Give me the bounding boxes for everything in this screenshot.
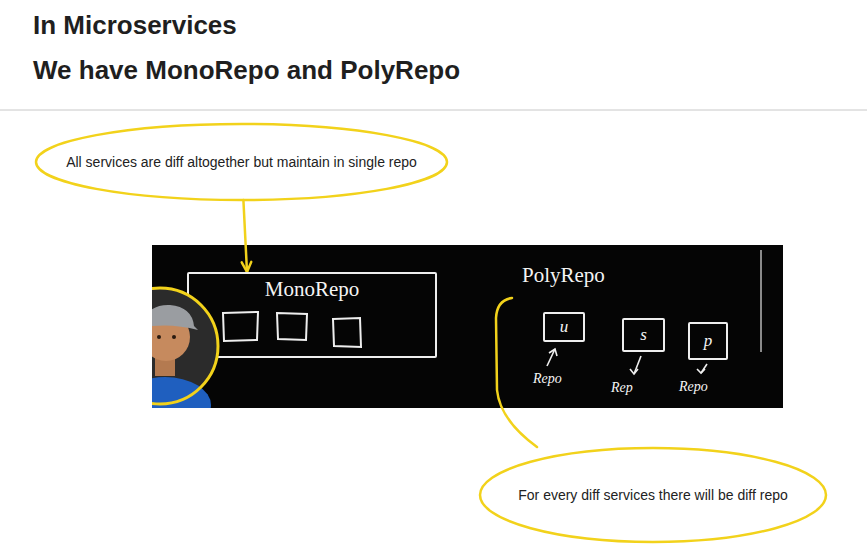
service-square [333, 318, 361, 347]
avatar-eye [157, 335, 161, 339]
service-repo-box: u [543, 312, 585, 342]
avatar-neck [155, 350, 175, 376]
node-text: s [640, 325, 647, 345]
node-text: u [560, 317, 569, 337]
node-text: For every diff services there will be di… [518, 486, 788, 504]
callout-ellipse: For every diff services there will be di… [478, 446, 828, 544]
node-text: MonoRepo [265, 276, 360, 302]
callout-outline-ellipse [480, 448, 826, 542]
repo-arrow [701, 364, 707, 373]
scrollbar [760, 250, 762, 352]
service-repo-box: s [622, 318, 665, 352]
screenshot-panel [152, 245, 783, 408]
arrow-head [549, 349, 557, 356]
node-text: p [704, 331, 713, 351]
repo-label: Repo [533, 370, 562, 387]
avatar-head [152, 313, 190, 361]
service-repo-box: p [688, 322, 728, 360]
callout-outline-ellipse [36, 124, 447, 200]
repo-arrow [547, 349, 555, 366]
repo-arrows [547, 349, 707, 374]
service-squares [223, 312, 361, 347]
avatar-ground [152, 288, 218, 404]
repo-arrow [634, 356, 641, 374]
avatar-eye [172, 335, 176, 339]
repo-label: Repo [679, 378, 708, 395]
polyrepo-label: PolyRepo [522, 262, 605, 288]
subtitle-heading: We have MonoRepo and PolyRepo [33, 54, 460, 86]
node-text: All services are diff altogether but mai… [66, 153, 417, 171]
connector-line [243, 200, 247, 272]
arrow-head [697, 369, 705, 373]
monorepo-box: MonoRepo [187, 272, 437, 358]
arrow-head [630, 369, 638, 374]
avatar-ring [152, 288, 218, 404]
callout-arrow [242, 200, 252, 272]
avatar-shirt [152, 377, 211, 408]
repo-label: Rep [611, 379, 633, 396]
divider-line [0, 110, 867, 111]
service-square [277, 313, 307, 340]
callout-bracket [496, 298, 537, 447]
arrow-head [242, 262, 252, 272]
avatar-cap [152, 305, 198, 330]
page-title: In Microservices [33, 9, 237, 41]
service-square [223, 312, 258, 341]
callout-ellipse: All services are diff altogether but mai… [34, 122, 449, 202]
